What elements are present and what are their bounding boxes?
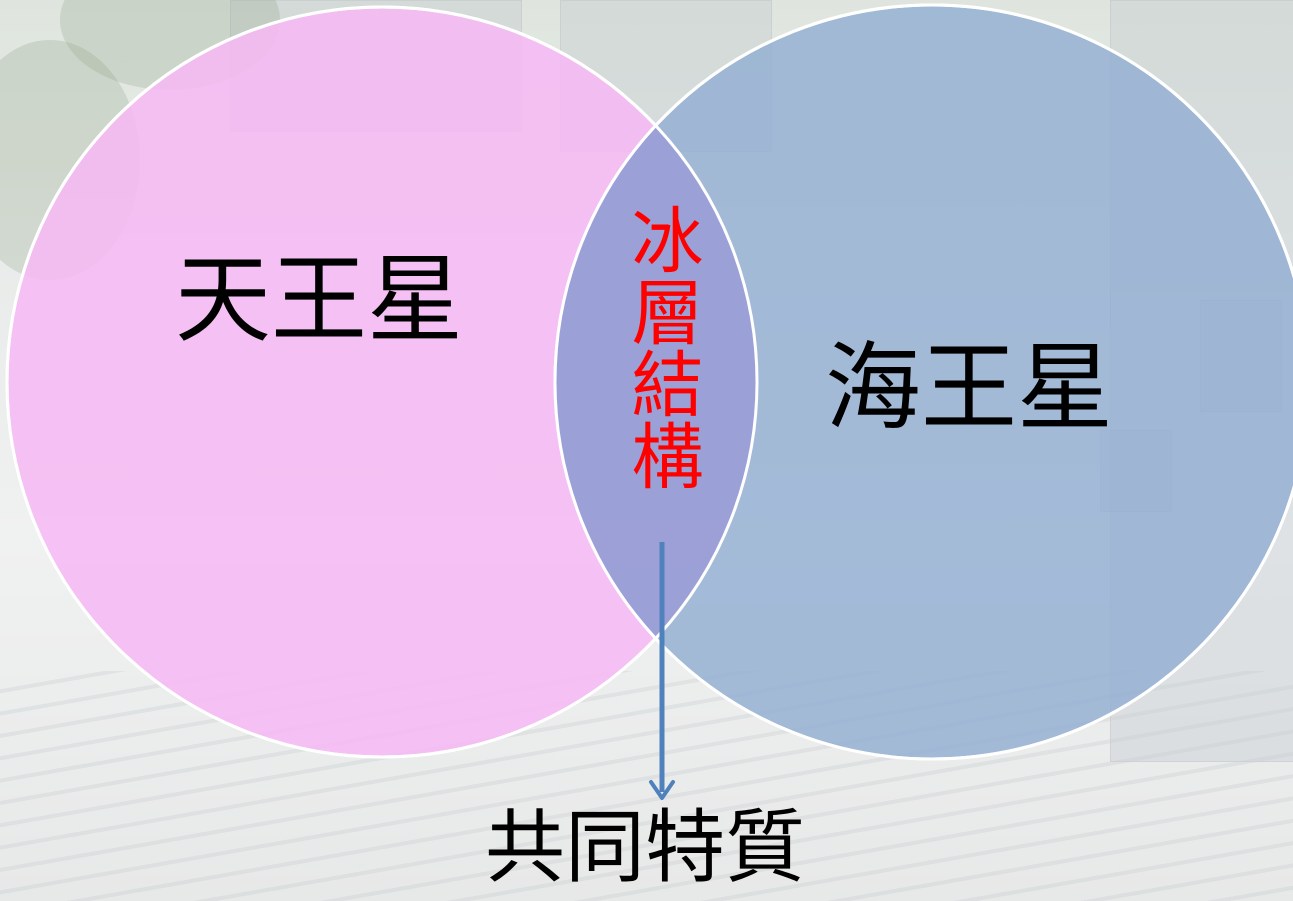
arrow-head xyxy=(649,780,675,800)
overlap-label: 冰層結構 xyxy=(619,203,703,491)
left-set-label: 天王星 xyxy=(175,244,463,356)
right-set-label: 海王星 xyxy=(825,332,1113,444)
left-set-outline xyxy=(5,5,759,759)
right-set-outline xyxy=(553,3,1293,761)
common-traits-caption: 共同特質 xyxy=(485,801,805,894)
